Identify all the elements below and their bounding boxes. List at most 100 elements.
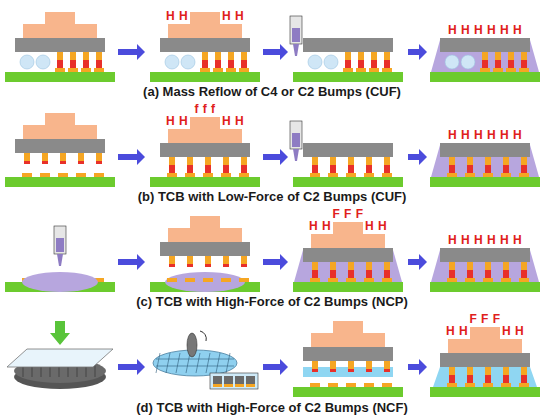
flux-ball [324, 55, 338, 69]
dispenser [290, 121, 302, 149]
substrate-pad [343, 68, 353, 72]
substrate-pad [364, 278, 374, 282]
copper-pillar [449, 367, 455, 375]
substrate-pad [356, 68, 366, 72]
flux-ball [165, 55, 179, 69]
flux-ball [308, 55, 322, 69]
die [303, 38, 393, 52]
copper-pillar [345, 52, 351, 60]
copper-pillar [187, 157, 193, 165]
bond-head [168, 129, 242, 143]
singulated-die [246, 376, 255, 386]
copper-pillar [521, 157, 527, 165]
substrate-pad [364, 383, 374, 387]
bond-head [23, 24, 97, 38]
process-arrow [263, 149, 288, 165]
die [160, 38, 250, 52]
copper-pillar [205, 256, 211, 264]
solder-cap [358, 60, 364, 68]
force-label: H H [365, 220, 387, 233]
substrate-pad [167, 278, 177, 282]
solder-cap [330, 369, 336, 372]
dispenser-fluid [292, 133, 300, 147]
solder-cap [521, 270, 527, 278]
solder-cap [24, 161, 30, 164]
copper-pillar [358, 52, 364, 60]
force-label: H H [222, 10, 244, 23]
solder-cap [57, 60, 63, 68]
solder-cap [205, 264, 211, 267]
copper-pillar [24, 153, 30, 161]
copper-pillar [169, 256, 175, 264]
substrate-pad [382, 383, 392, 387]
copper-pillar [366, 262, 372, 270]
copper-pillar [312, 361, 318, 369]
solder-cap [467, 270, 473, 278]
substrate-pad [382, 173, 392, 177]
substrate-pad [22, 173, 32, 177]
solder-cap [169, 264, 175, 267]
substrate [5, 72, 115, 82]
substrate-pad [328, 173, 338, 177]
bond-head [168, 228, 242, 242]
solder-cap [312, 369, 318, 372]
flux-ball [20, 55, 34, 69]
solder-cap [521, 165, 527, 173]
dicing-street [156, 366, 234, 367]
substrate-pad [221, 173, 231, 177]
copper-pillar [96, 52, 102, 60]
flux-ball [445, 55, 459, 69]
solder-cap [223, 165, 229, 173]
dicing-street [156, 353, 160, 373]
copper-pillar [485, 157, 491, 165]
copper-pillar [449, 157, 455, 165]
die [15, 139, 105, 153]
dispenser [290, 16, 302, 44]
substrate-pad [167, 173, 177, 177]
dispenser-tip [293, 149, 299, 161]
force-label: H H [222, 115, 244, 128]
solder-cap [330, 270, 336, 278]
die [303, 143, 393, 157]
solder-cap [482, 60, 488, 68]
bond-head [23, 125, 97, 139]
substrate-pad [369, 68, 379, 72]
copper-pillar [366, 361, 372, 369]
copper-pillar [169, 157, 175, 165]
solder-cap [508, 60, 514, 68]
dispenser-tip [293, 44, 299, 56]
dicing-street [216, 353, 220, 373]
substrate-pad [501, 278, 511, 282]
die-tray [210, 373, 258, 389]
copper-pillar [330, 157, 336, 165]
solder-cap [467, 375, 473, 383]
copper-pillar [384, 262, 390, 270]
solder-cap [202, 60, 208, 68]
copper-pillar [228, 52, 234, 60]
copper-pillar [205, 157, 211, 165]
die [160, 143, 250, 157]
flux-ball [461, 55, 475, 69]
solder-cap [503, 165, 509, 173]
dicing-street [226, 353, 230, 373]
copper-pillar [57, 52, 63, 60]
solder-cap [503, 375, 509, 383]
copper-pillar [70, 52, 76, 60]
solder-cap [485, 270, 491, 278]
force-label: H H [502, 325, 524, 338]
solder-cap [241, 264, 247, 267]
solder-cap [96, 161, 102, 164]
solder-cap [312, 270, 318, 278]
caption: (a) Mass Reflow of C4 or C2 Bumps (CUF) [143, 84, 401, 99]
solder-cap [330, 165, 336, 173]
die [440, 248, 530, 262]
solder-cap [384, 165, 390, 173]
bond-head [311, 234, 385, 248]
process-arrow [408, 149, 427, 165]
bond-head-top [45, 12, 75, 24]
substrate-pad [226, 68, 236, 72]
solder-cap [348, 270, 354, 278]
substrate-pad [239, 278, 249, 282]
substrate [430, 387, 540, 397]
die [440, 38, 530, 52]
